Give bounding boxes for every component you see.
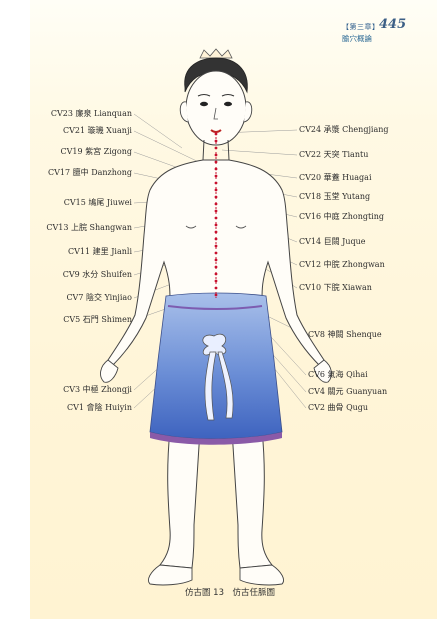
acupoint-dot xyxy=(215,273,218,276)
leader-line-left-0 xyxy=(134,114,182,148)
acupoint-dot xyxy=(215,175,218,178)
leader-line-left-1 xyxy=(134,131,205,165)
left-acupoint-label-0: CV23 廉泉 Lianquan xyxy=(51,109,132,119)
right-acupoint-label-11: CV2 曲骨 Qugu xyxy=(308,403,368,413)
acupoint-dot xyxy=(215,224,218,227)
right-acupoint-label-5: CV14 巨闕 Juque xyxy=(299,237,366,247)
acupoint-dot xyxy=(215,231,218,234)
left-acupoint-label-3: CV17 膻中 Danzhong xyxy=(48,168,132,178)
acupoint-dot xyxy=(215,287,218,290)
left-foot xyxy=(148,565,192,585)
acupoint-dot xyxy=(215,196,218,199)
acupoint-dot xyxy=(215,168,218,171)
left-hand xyxy=(101,360,118,382)
acupoint-dot xyxy=(215,189,218,192)
right-acupoint-label-4: CV16 中庭 Zhongting xyxy=(299,212,384,222)
acupoint-dot xyxy=(215,266,218,269)
leader-line-right-1 xyxy=(222,150,297,155)
right-acupoint-label-1: CV22 天突 Tiantu xyxy=(299,150,368,160)
acupoint-dot xyxy=(215,245,218,248)
left-acupoint-label-6: CV11 建里 Jianli xyxy=(68,247,132,257)
acupoint-dot xyxy=(215,210,218,213)
acupoint-dot xyxy=(215,259,218,262)
right-acupoint-label-2: CV20 華蓋 Huagai xyxy=(299,173,372,183)
acupoint-dot xyxy=(215,182,218,185)
right-acupoint-label-3: CV18 玉堂 Yutang xyxy=(299,192,370,202)
right-acupoint-label-0: CV24 承漿 Chengjiang xyxy=(299,125,389,135)
acupoint-dot xyxy=(215,203,218,206)
left-acupoint-label-2: CV19 紫宮 Zigong xyxy=(61,147,133,157)
left-acupoint-label-8: CV7 陰交 Yinjiao xyxy=(66,293,132,303)
right-acupoint-label-6: CV12 中脘 Zhongwan xyxy=(299,260,385,270)
acupoint-dot xyxy=(215,238,218,241)
acupoint-dot xyxy=(215,161,218,164)
acupoint-dot xyxy=(215,133,218,136)
acupoint-dot xyxy=(215,154,218,157)
left-acupoint-label-10: CV3 中極 Zhongji xyxy=(63,385,132,395)
right-acupoint-label-10: CV4 關元 Guanyuan xyxy=(308,387,387,397)
right-eye xyxy=(224,102,232,106)
acupoint-dot xyxy=(215,294,218,297)
hair-ornament xyxy=(200,49,232,58)
left-acupoint-label-4: CV15 鳩尾 Jiuwei xyxy=(64,198,132,208)
figure-caption: 仿古圖 13 仿古任脈圖 xyxy=(160,586,300,598)
acupoint-dot xyxy=(215,217,218,220)
right-leg xyxy=(232,430,272,568)
acupoint-dot xyxy=(215,280,218,283)
skirt xyxy=(150,293,282,439)
left-acupoint-label-9: CV5 石門 Shimen xyxy=(63,315,132,325)
acupoint-dot xyxy=(215,140,218,143)
left-leg xyxy=(160,430,200,568)
right-acupoint-label-8: CV8 神闕 Shenque xyxy=(308,330,382,340)
acupoint-dot xyxy=(215,147,218,150)
right-foot xyxy=(240,565,284,585)
left-eye xyxy=(200,102,208,106)
acupoint-dot xyxy=(215,252,218,255)
right-acupoint-label-9: CV6 氣海 Qihai xyxy=(308,370,368,380)
left-acupoint-label-1: CV21 璇璣 Xuanji xyxy=(63,126,132,136)
left-acupoint-label-7: CV9 水分 Shuifen xyxy=(63,270,132,280)
left-acupoint-label-5: CV13 上脘 Shangwan xyxy=(46,223,132,233)
left-acupoint-label-11: CV1 會陰 Huiyin xyxy=(67,403,132,413)
right-acupoint-label-7: CV10 下脘 Xiawan xyxy=(299,283,372,293)
